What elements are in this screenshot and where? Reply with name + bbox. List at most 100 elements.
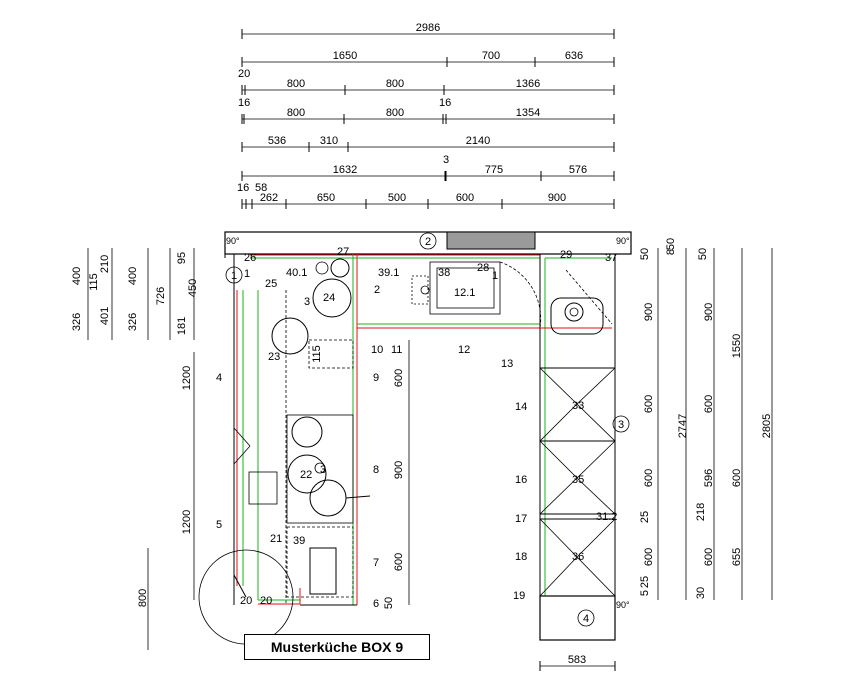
- item-4: 4: [216, 372, 222, 384]
- item-labels: 4 5 7 8 9 10 11 12 13 14 16 17 18 19 20 …: [216, 246, 617, 610]
- dim-r4-655: 655: [731, 548, 743, 566]
- plan-title: Musterküche BOX 9: [244, 634, 430, 660]
- item-3a: 3: [304, 296, 310, 308]
- dim-16b: 16: [439, 97, 451, 109]
- item-29: 29: [560, 249, 572, 261]
- right-column: [539, 253, 616, 598]
- dim-536: 536: [268, 135, 286, 147]
- dim-left-1200b: 1200: [181, 510, 193, 534]
- item-8: 8: [373, 464, 379, 476]
- dim-r1-900: 900: [643, 303, 655, 321]
- dim-center-115: 115: [311, 345, 323, 363]
- item-11: 11: [391, 344, 402, 356]
- dim-500: 500: [388, 192, 406, 204]
- item-37: 37: [605, 252, 617, 264]
- dim-310: 310: [320, 135, 338, 147]
- item-5: 5: [216, 519, 222, 531]
- item-35: 35: [572, 474, 584, 486]
- bottom-dimension: 583: [539, 654, 616, 671]
- dim-r1-600a: 600: [643, 395, 655, 413]
- dim-576: 576: [569, 164, 587, 176]
- dim-900: 900: [548, 192, 566, 204]
- item-27: 27: [337, 246, 349, 258]
- dim-r1-25b: 25: [639, 576, 651, 588]
- dim-left-326a: 326: [71, 313, 83, 331]
- dim-r1-25: 25: [639, 511, 651, 523]
- dim-3: 3: [443, 154, 449, 166]
- item-22: 22: [300, 469, 312, 481]
- dim-16c: 16: [237, 182, 249, 194]
- item-36: 36: [572, 551, 584, 563]
- item-16: 16: [515, 474, 527, 486]
- item-38: 38: [438, 267, 450, 279]
- item-20b: 20: [260, 595, 272, 607]
- dim-r1-600b: 600: [643, 469, 655, 487]
- dim-left-400a: 400: [71, 267, 83, 285]
- wall-number-4: 4: [583, 613, 589, 625]
- right-dimension-lines: 50 900 600 600 25 600 5 25 8 50 2747 218…: [639, 238, 773, 600]
- center-column: [271, 254, 371, 606]
- dim-r3-600b: 600: [703, 548, 715, 566]
- item-10: 10: [371, 344, 383, 356]
- room-walls: [224, 231, 632, 641]
- dim-636: 636: [565, 50, 583, 62]
- dim-2140: 2140: [466, 135, 490, 147]
- dim-1650: 1650: [333, 50, 357, 62]
- wall-number-3: 3: [618, 419, 624, 431]
- dim-262: 262: [260, 192, 278, 204]
- top-counter: [250, 254, 542, 329]
- dim-r1-600c: 600: [643, 548, 655, 566]
- item-21: 21: [270, 533, 282, 545]
- dim-583: 583: [568, 654, 586, 666]
- top-dimension-lines: 2986 1650 700 636 20 800 800 1366 16 800…: [237, 22, 615, 209]
- item-18: 18: [515, 551, 527, 563]
- item-24: 24: [323, 292, 335, 304]
- item-39: 39: [293, 535, 305, 547]
- item-26: 26: [244, 252, 256, 264]
- dim-600: 600: [456, 192, 474, 204]
- dim-775: 775: [485, 164, 503, 176]
- dim-r2-50: 50: [665, 238, 677, 250]
- item-7: 7: [373, 557, 379, 569]
- dim-left-181: 181: [176, 317, 188, 335]
- dim-left-726: 726: [155, 287, 167, 305]
- item-25: 25: [265, 278, 277, 290]
- wall-markers: 1 2 3 4: [225, 232, 630, 627]
- dim-r3-900: 900: [703, 303, 715, 321]
- angle-bottom-right: 90°: [616, 600, 630, 610]
- angle-top-right: 90°: [616, 236, 630, 246]
- item-6: 6: [373, 598, 379, 610]
- dim-r3-50: 50: [697, 248, 709, 260]
- dim-800b: 800: [386, 78, 404, 90]
- item-23: 23: [268, 351, 280, 363]
- dim-center-600a: 600: [393, 369, 405, 387]
- dim-left-800: 800: [137, 589, 149, 607]
- dim-left-115: 115: [88, 273, 100, 291]
- item-50: 50: [383, 597, 395, 609]
- dim-1632: 1632: [333, 164, 357, 176]
- dim-r1-5: 5: [639, 590, 651, 596]
- dim-left-95: 95: [176, 252, 188, 264]
- dim-left-400b: 400: [127, 267, 139, 285]
- item-28: 28: [477, 262, 489, 274]
- item-17: 17: [515, 513, 527, 525]
- item-39-1: 39.1: [378, 267, 399, 279]
- item-2: 2: [374, 284, 380, 296]
- dim-16a: 16: [238, 97, 250, 109]
- dim-700: 700: [482, 50, 500, 62]
- item-9: 9: [373, 372, 379, 384]
- item-12: 12: [458, 344, 470, 356]
- dim-800a: 800: [287, 78, 305, 90]
- dim-r3-600a: 600: [703, 395, 715, 413]
- dim-58: 58: [255, 182, 267, 194]
- dim-center-900: 900: [393, 461, 405, 479]
- dim-r2-218: 218: [695, 503, 707, 521]
- dim-800c: 800: [287, 107, 305, 119]
- dim-20: 20: [238, 68, 250, 80]
- item-31-2: 31.2: [596, 511, 617, 523]
- left-counter: [233, 254, 301, 605]
- dim-1354: 1354: [516, 107, 540, 119]
- item-12-1: 12.1: [454, 287, 475, 299]
- item-1b: 1: [492, 270, 498, 282]
- dim-650: 650: [317, 192, 335, 204]
